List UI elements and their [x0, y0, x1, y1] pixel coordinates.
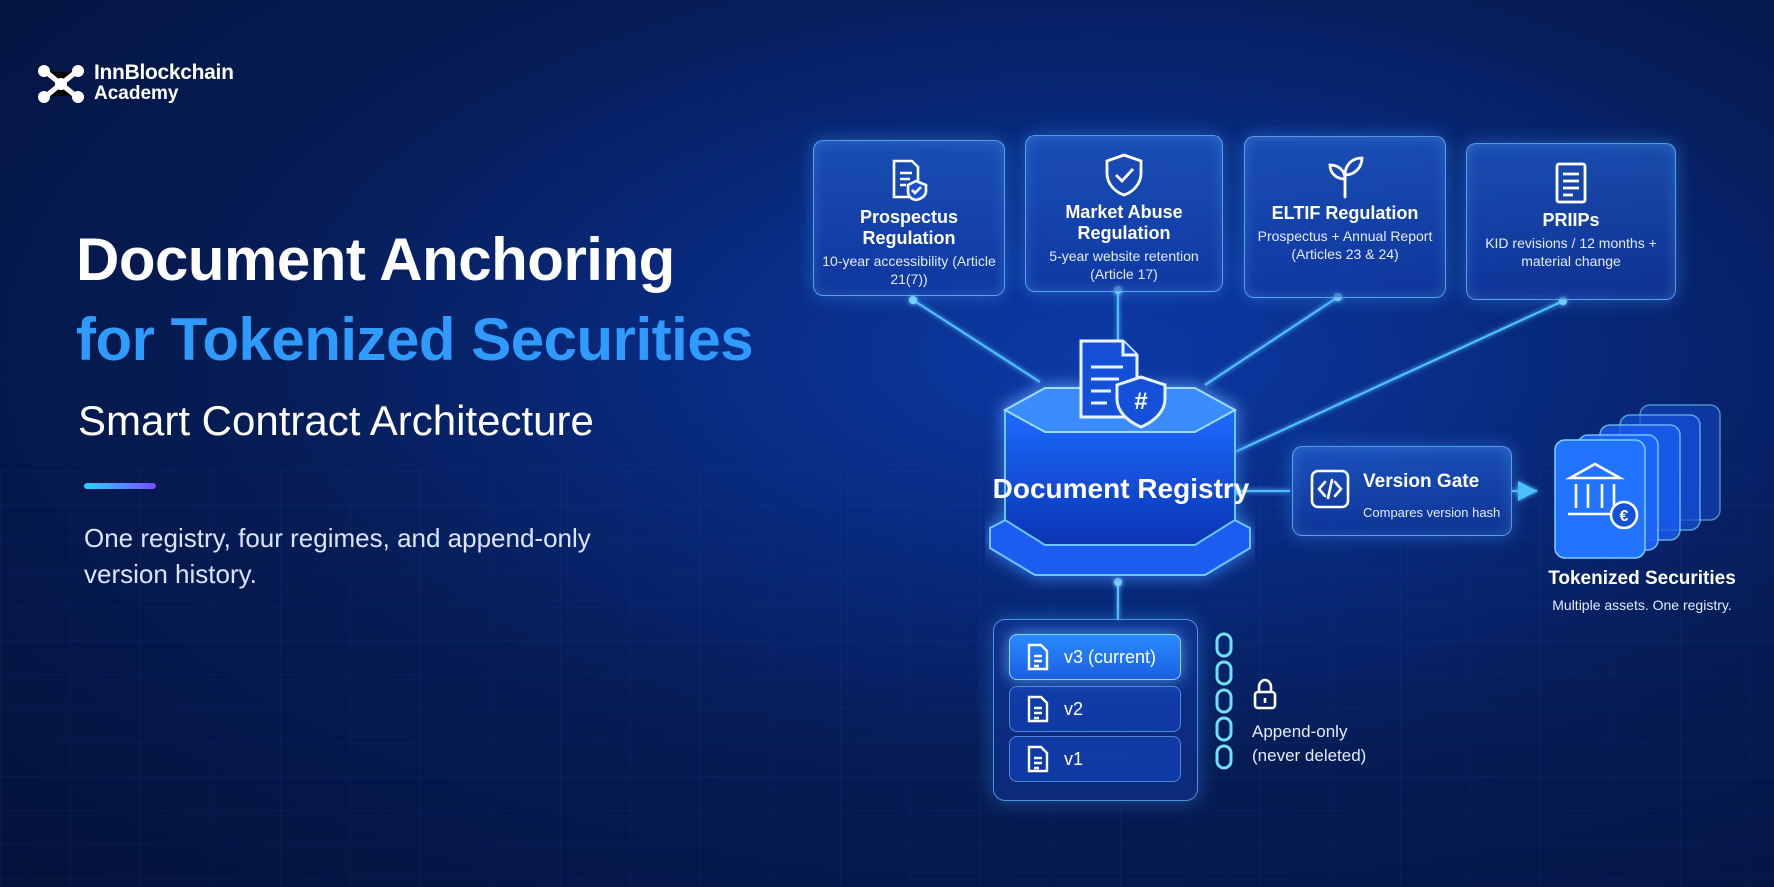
document-icon: [1027, 695, 1049, 723]
svg-text:€: €: [1620, 508, 1629, 525]
card-detail: Prospectus + Annual Report (Articles 23 …: [1257, 228, 1433, 262]
registry-label: Document Registry: [992, 473, 1250, 504]
card-title: ELTIF Regulation: [1271, 203, 1419, 223]
document-icon: [1027, 643, 1049, 671]
connector-prospectus: [912, 299, 1041, 383]
page-title-highlight: for Tokenized Securities: [76, 306, 754, 373]
background-grid: [0, 470, 1774, 887]
version-label: v1: [1064, 748, 1084, 769]
connector-priips: [1234, 300, 1564, 453]
securities-title: Tokenized Securities: [1548, 568, 1736, 589]
node-dot: [909, 296, 917, 304]
card-detail: 10-year accessibility (Article 21(7)): [822, 253, 996, 287]
version-gate-card: Version Gate Compares version hash: [1292, 446, 1512, 536]
append-note-line1: Append-only: [1252, 722, 1348, 741]
brand-name: InnBlockchain: [94, 61, 234, 84]
card-priips: PRIIPs KID revisions / 12 months + mater…: [1466, 143, 1676, 300]
version-history-panel: v3 (current) v2 v1: [993, 619, 1198, 801]
svg-text:#: #: [1134, 388, 1147, 415]
lock-icon: [1253, 678, 1277, 710]
card-detail: KID revisions / 12 months + material cha…: [1485, 235, 1657, 269]
gate-title: Version Gate: [1363, 471, 1480, 492]
page-title: Document Anchoring: [76, 226, 675, 293]
card-market-abuse-regulation: Market Abuse Regulation 5-year website r…: [1025, 135, 1223, 292]
code-icon: [1310, 469, 1350, 509]
card-title: Market Abuse Regulation: [1065, 202, 1183, 243]
version-label: v3 (current): [1064, 646, 1157, 667]
document-list-icon: [1555, 162, 1587, 204]
securities-detail: Multiple assets. One registry.: [1552, 597, 1732, 613]
document-shield-icon: [892, 159, 928, 202]
append-note-line2: (never deleted): [1252, 746, 1367, 765]
accent-bar: [84, 483, 156, 489]
bank-euro-icon: [1565, 462, 1639, 530]
connector-eltif: [1204, 296, 1339, 386]
node-dot: [1114, 578, 1122, 586]
page-subtitle: Smart Contract Architecture: [78, 397, 594, 444]
version-row-v2: v2: [1009, 686, 1181, 732]
document-icon: [1027, 745, 1049, 773]
page-description: One registry, four regimes, and append-o…: [84, 523, 591, 589]
version-label: v2: [1064, 698, 1084, 719]
tokenized-securities-stack: €: [1554, 404, 1721, 559]
card-prospectus-regulation: Prospectus Regulation 10-year accessibil…: [813, 140, 1005, 296]
sprout-icon: [1328, 156, 1364, 199]
card-title: Prospectus Regulation: [859, 207, 959, 248]
brand-logo: InnBlockchain Academy: [36, 62, 234, 106]
append-only-note: Append-only (never deleted): [1252, 720, 1366, 768]
arrow-head: [1518, 481, 1537, 501]
chain-icon: [1215, 632, 1233, 770]
gate-detail: Compares version hash: [1363, 505, 1501, 520]
card-title: PRIIPs: [1542, 210, 1600, 230]
document-hash-icon: #: [1079, 339, 1167, 429]
version-row-v3: v3 (current): [1009, 634, 1181, 680]
molecule-logo-icon: [38, 65, 84, 103]
document-registry-block: [989, 387, 1251, 576]
card-eltif-regulation: ELTIF Regulation Prospectus + Annual Rep…: [1244, 136, 1446, 298]
card-detail: 5-year website retention (Article 17): [1049, 248, 1199, 282]
brand-sub: Academy: [94, 83, 179, 104]
shield-check-icon: [1105, 153, 1143, 197]
version-row-v1: v1: [1009, 736, 1181, 782]
